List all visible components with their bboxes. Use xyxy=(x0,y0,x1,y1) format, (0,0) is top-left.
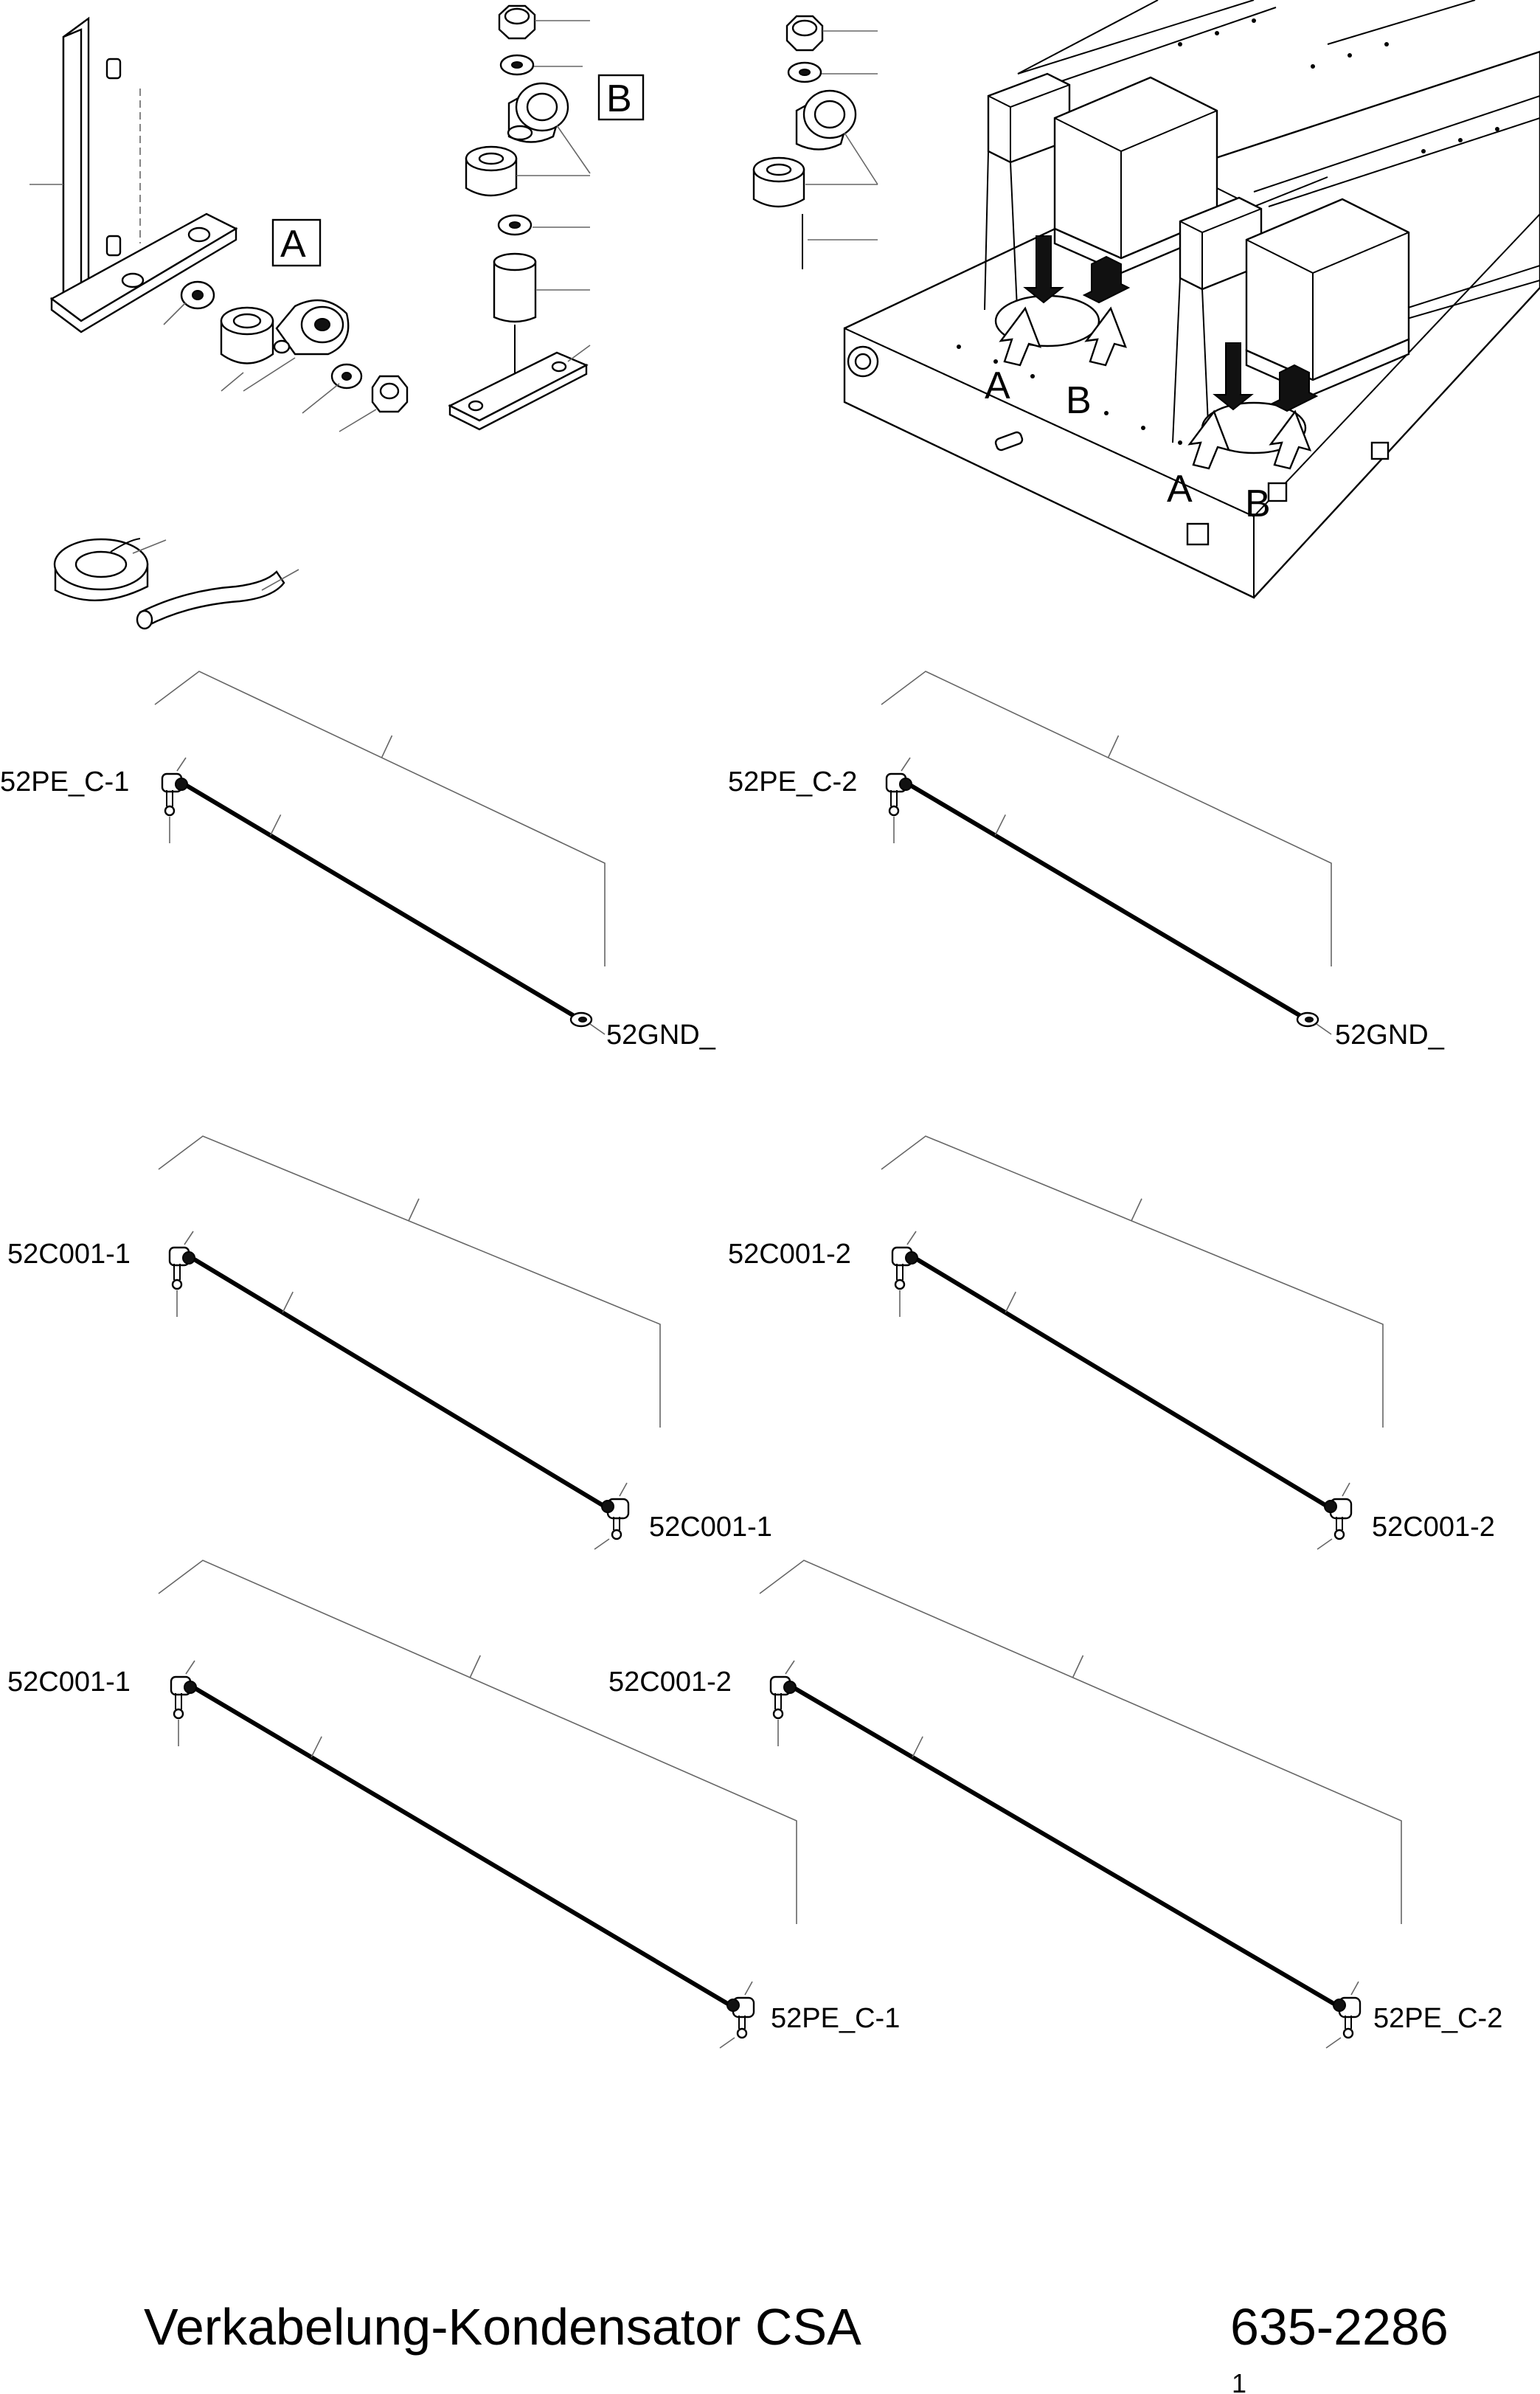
cable-leader xyxy=(311,1736,322,1758)
dimension-bracket xyxy=(759,1560,1402,1924)
chassis-overview xyxy=(843,0,1540,599)
cable-line xyxy=(791,1685,1339,2007)
callout-a-2: A xyxy=(1167,468,1193,511)
cable-5-end-label: 52PE_C-1 xyxy=(771,2003,900,2034)
cable-start-connector xyxy=(885,757,912,843)
cable-1-end-label: 52GND_ xyxy=(606,1020,716,1051)
cable-assembly-1 xyxy=(154,671,606,1035)
dimension-bracket xyxy=(158,1560,797,1924)
cable-assembly-2 xyxy=(881,671,1332,1035)
cable-start-connector xyxy=(170,1660,197,1746)
callout-b-1: B xyxy=(1066,379,1092,422)
callout-b-2: B xyxy=(1245,482,1271,525)
detail-b-variant-assembly xyxy=(752,15,878,269)
cable-leader xyxy=(269,814,282,836)
cable-line xyxy=(190,1256,607,1509)
cable-leader xyxy=(282,1291,294,1313)
cable-assembly-5 xyxy=(158,1560,797,2049)
cable-2-start-label: 52PE_C-2 xyxy=(728,767,857,798)
bracket-leader xyxy=(1131,1198,1142,1222)
drawing-title: Verkabelung-Kondensator CSA xyxy=(144,2298,861,2356)
detail-a-box xyxy=(271,218,322,267)
cable-2-end-label: 52GND_ xyxy=(1335,1020,1445,1051)
cable-line xyxy=(906,782,1304,1019)
cable-start-connector xyxy=(891,1231,918,1317)
dimension-bracket xyxy=(158,1135,661,1428)
cable-end-connector xyxy=(569,1011,606,1035)
bracket-leader xyxy=(408,1198,420,1222)
cable-assembly-4 xyxy=(881,1135,1384,1550)
bracket-leader xyxy=(1107,735,1120,758)
cable-line xyxy=(182,782,578,1019)
cable-end-connector xyxy=(719,1981,755,2049)
cable-leader xyxy=(1005,1291,1016,1313)
dimension-bracket xyxy=(881,671,1332,966)
cable-3-start-label: 52C001-1 xyxy=(7,1239,131,1270)
cable-start-connector xyxy=(168,1231,195,1317)
detail-a-label: A xyxy=(280,223,306,266)
cable-4-start-label: 52C001-2 xyxy=(728,1239,851,1270)
cable-start-connector xyxy=(769,1660,797,1746)
cable-assembly-3 xyxy=(158,1135,661,1550)
cable-1-start-label: 52PE_C-1 xyxy=(0,767,129,798)
callout-a-1: A xyxy=(985,364,1010,407)
cable-end-connector xyxy=(1296,1011,1332,1035)
drawing-number: 635-2286 xyxy=(1230,2298,1449,2356)
cable-leader xyxy=(912,1736,923,1758)
cable-6-end-label: 52PE_C-2 xyxy=(1373,2003,1502,2034)
cable-6-start-label: 52C001-2 xyxy=(608,1667,732,1698)
detail-a-assembly xyxy=(30,16,409,432)
cable-4-end-label: 52C001-2 xyxy=(1372,1512,1495,1543)
cable-line xyxy=(912,1256,1330,1509)
bracket-leader xyxy=(381,735,393,758)
dimension-bracket xyxy=(154,671,606,966)
cable-start-connector xyxy=(161,757,188,843)
tape-and-hose xyxy=(53,538,299,630)
cable-end-connector xyxy=(1317,1482,1353,1550)
detail-b-label: B xyxy=(606,77,632,120)
cable-end-connector xyxy=(1325,1981,1362,2049)
sheet-number: 1 xyxy=(1232,2368,1246,2394)
dimension-bracket xyxy=(881,1135,1384,1428)
detail-b-assembly xyxy=(448,4,591,431)
cable-3-end-label: 52C001-1 xyxy=(649,1512,772,1543)
cable-end-connector xyxy=(594,1482,630,1550)
cables-layer xyxy=(154,671,1402,2049)
cable-5-start-label: 52C001-1 xyxy=(7,1667,131,1698)
cable-assembly-6 xyxy=(759,1560,1402,2049)
cable-leader xyxy=(994,814,1006,836)
detail-b-box xyxy=(597,74,645,121)
bracket-leader xyxy=(1072,1655,1084,1678)
bracket-leader xyxy=(469,1655,481,1678)
cable-line xyxy=(191,1685,732,2007)
